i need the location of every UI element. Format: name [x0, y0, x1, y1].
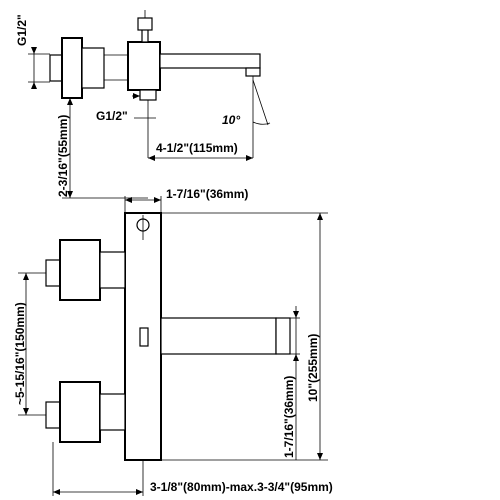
front-spout [160, 317, 277, 355]
lower-inlet-fitting [45, 401, 61, 429]
spout-height-label: 1-7/16"(36mm) [282, 376, 296, 458]
thread-vertical-label: G1/2" [15, 14, 29, 46]
upper-inlet-pipe [99, 251, 126, 289]
top-view: 10° G1/2" 2-3/16"(55mm) G1/2" 4-1/2"(115… [15, 10, 271, 199]
top-inlet-body [81, 47, 105, 89]
height-label: 10"(255mm) [306, 334, 320, 402]
inlet-spacing-label: ~5-15/16"(150mm) [13, 302, 27, 405]
angle-label: 10° [222, 113, 240, 127]
upper-inlet-fitting [45, 259, 61, 287]
top-inlet-fitting [49, 54, 63, 82]
front-view: 1-7/16"(36mm) ~5-15/16"(150mm) 10"(255mm… [13, 187, 333, 496]
thread-horizontal-label: G1/2" [96, 109, 128, 123]
top-spout [159, 53, 261, 69]
spout-length-label: 4-1/2"(115mm) [156, 141, 238, 155]
front-cartridge-mark [139, 327, 149, 347]
depth-label: 2-3/16"(55mm) [56, 115, 70, 197]
angle-line [252, 79, 269, 126]
top-inlet-nut [61, 37, 83, 99]
top-outlet-connector [139, 89, 157, 101]
front-spout-tip [275, 317, 291, 355]
top-diverter-knob [137, 17, 153, 31]
angle-arc [252, 121, 271, 125]
lower-inlet-nut [59, 381, 101, 443]
body-width-label: 1-7/16"(36mm) [166, 187, 248, 201]
lower-inlet-pipe [99, 393, 126, 431]
centers-label: 3-1/8"(80mm)-max.3-3/4"(95mm) [150, 480, 333, 494]
top-spout-tip [245, 67, 261, 77]
top-valve-body [127, 41, 161, 91]
upper-inlet-nut [59, 239, 101, 301]
